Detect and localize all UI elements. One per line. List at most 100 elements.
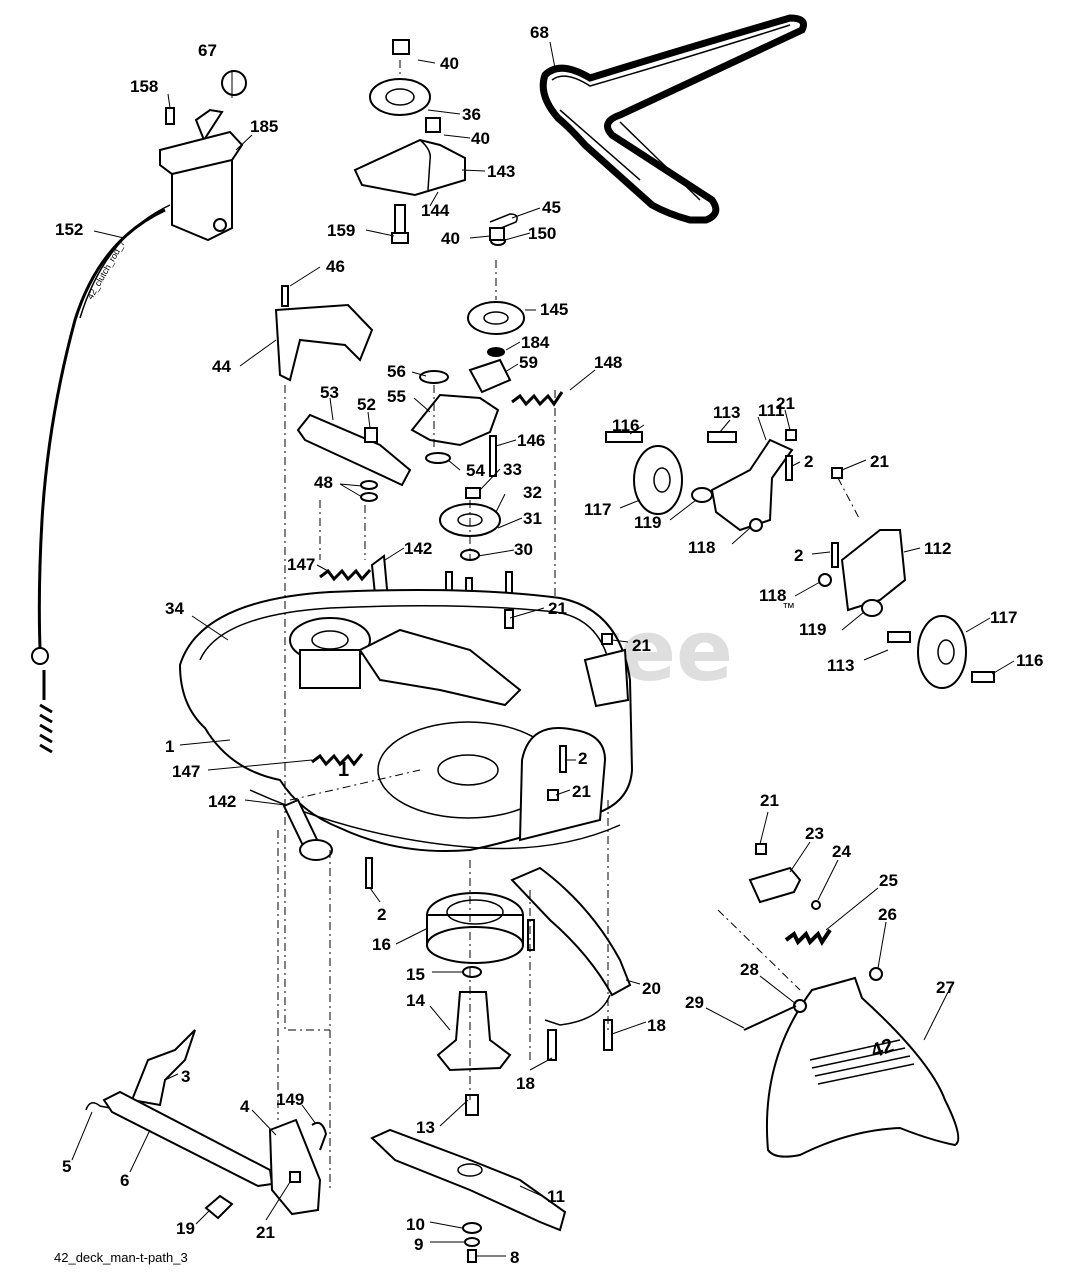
- label-9: 9: [414, 1235, 423, 1254]
- bolt-113-right: [887, 631, 911, 643]
- bolt-116-right: [971, 671, 995, 683]
- washer-10: [462, 1222, 482, 1234]
- label-142-lower: 142: [208, 792, 236, 811]
- idler-bracket-fold: [419, 139, 432, 191]
- blade-11: [370, 1128, 567, 1232]
- deck-text: 1: [338, 759, 349, 781]
- washer-15: [462, 966, 482, 978]
- washer-9: [464, 1237, 480, 1247]
- label-29: 29: [685, 993, 704, 1012]
- label-46: 46: [326, 257, 345, 276]
- spring-25: [784, 928, 832, 946]
- cable-ferrule: [31, 647, 49, 665]
- nut-21-deck-a: [504, 609, 514, 629]
- label-118-right: 118: [759, 586, 786, 605]
- drive-belt-inner: [551, 24, 791, 201]
- lever-handle: [194, 108, 224, 143]
- label-30: 30: [514, 540, 533, 559]
- label-116-right: 116: [1016, 651, 1043, 670]
- label-48: 48: [314, 473, 333, 492]
- label-3: 3: [181, 1067, 190, 1086]
- label-40-right: 40: [441, 229, 460, 248]
- nut-21-lift: [289, 1171, 301, 1183]
- nut-33: [465, 487, 481, 499]
- idler-arm-53: [296, 413, 412, 487]
- mulch-cover-ribs: [809, 1039, 915, 1085]
- baffle-20: [510, 866, 632, 997]
- idler-pulley-36-hub: [385, 88, 415, 106]
- spacer-184: [487, 347, 505, 357]
- assembly-line-9: [837, 477, 861, 521]
- label-2-lower: 2: [377, 905, 386, 924]
- label-67: 67: [198, 41, 217, 60]
- wheel-117-right-hub: [937, 639, 955, 665]
- label-55: 55: [387, 387, 406, 406]
- assembly-line-15: [717, 909, 801, 991]
- label-149: 149: [276, 1090, 304, 1109]
- deck-front-edge: [249, 789, 621, 850]
- washer-54: [425, 452, 451, 464]
- label-150: 150: [528, 224, 556, 243]
- label-23: 23: [805, 824, 824, 843]
- label-112: 112: [924, 539, 951, 558]
- idler-arm-55: [410, 393, 500, 447]
- label-21-cover: 21: [760, 791, 779, 810]
- label-8: 8: [510, 1248, 519, 1267]
- idler-pulley-36: [369, 78, 431, 116]
- drive-belt: [539, 14, 807, 224]
- nut-118-left: [749, 518, 763, 532]
- lever-fastener: [213, 218, 227, 232]
- lever-bracket: [159, 130, 244, 242]
- nut-40-mid: [425, 117, 441, 133]
- bolt-159: [394, 204, 406, 236]
- rod-29: [743, 1005, 797, 1031]
- bracket-21-right: [583, 648, 630, 708]
- deck-baffle-right: [518, 727, 607, 842]
- label-113-left: 113: [713, 403, 740, 422]
- bolt-19: [204, 1194, 234, 1220]
- washer-56: [419, 370, 449, 384]
- label-52: 52: [357, 395, 376, 414]
- deck-spacer-16-bottom: [426, 926, 524, 964]
- deck-spindle-housing: [299, 649, 361, 689]
- label-111: 111: [758, 401, 785, 420]
- label-147-upper: 147: [287, 555, 315, 574]
- label-113-right: 113: [827, 656, 854, 675]
- part-labels: 67 158 185 40 36 40 143 144 159 68 45 15…: [55, 23, 1043, 1267]
- clutch-cable: [37, 208, 166, 649]
- label-118-left: 118: [688, 538, 715, 557]
- pin-5: [85, 1102, 121, 1111]
- label-32: 32: [523, 483, 542, 502]
- bolt-13: [465, 1094, 479, 1116]
- spring-147-upper: [319, 568, 372, 582]
- clip-149: [311, 1121, 328, 1151]
- bolt-18-right: [603, 1019, 613, 1051]
- label-26: 26: [878, 905, 897, 924]
- mulch-cover-27: [765, 976, 960, 1158]
- blade-11-hole: [457, 1163, 483, 1177]
- label-185: 185: [250, 117, 278, 136]
- assembly-line-16: [289, 769, 421, 801]
- bolt-2-wheel-b: [831, 542, 839, 568]
- label-36: 36: [462, 105, 481, 124]
- spring-148: [511, 391, 564, 407]
- lever-pin: [165, 107, 175, 125]
- bolt-113-left: [707, 431, 737, 443]
- label-146: 146: [517, 431, 545, 450]
- label-119-left: 119: [634, 513, 661, 532]
- label-144: 144: [421, 201, 450, 220]
- label-13: 13: [416, 1118, 435, 1137]
- washer-48b: [360, 492, 378, 502]
- bushing-119-right: [861, 599, 883, 617]
- screw-46: [281, 285, 289, 307]
- label-59: 59: [519, 353, 538, 372]
- wheel-117-left-hub: [653, 467, 671, 493]
- label-54: 54: [466, 461, 485, 480]
- label-1: 1: [165, 737, 174, 756]
- diagram-caption: 42_deck_man-t-path_3: [54, 1250, 188, 1265]
- label-117-right: 117: [990, 608, 1017, 627]
- pulley-145-hub: [483, 311, 509, 325]
- label-44: 44: [212, 357, 231, 376]
- wheel-117-left: [633, 445, 683, 515]
- label-20: 20: [642, 979, 661, 998]
